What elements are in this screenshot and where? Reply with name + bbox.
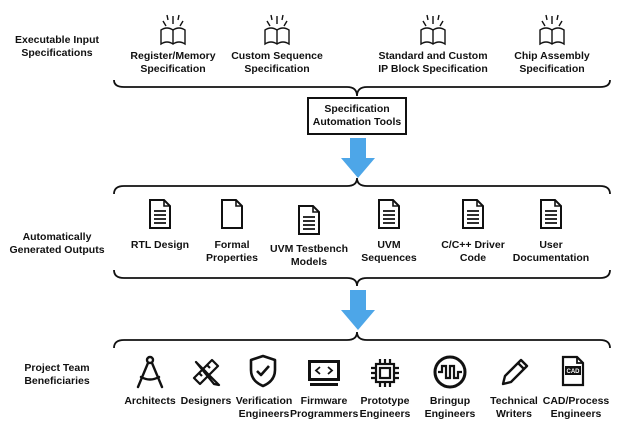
input-label: Custom Sequence Specification <box>231 50 323 75</box>
input-label: Chip Assembly Specification <box>514 50 590 75</box>
team-section-label: Project Team Beneficiaries <box>24 362 90 387</box>
down-arrow <box>341 290 375 330</box>
specification-automation-tools-box: Specification Automation Tools <box>307 97 407 135</box>
document-icon <box>221 199 243 229</box>
shield-check-icon <box>249 354 277 388</box>
team-label: Verification Engineers <box>235 395 293 420</box>
output-label: User Documentation <box>512 239 590 264</box>
output-label: UVM Testbench Models <box>270 243 348 268</box>
outputs-top-brace <box>113 177 611 195</box>
open-book-icon <box>264 14 290 46</box>
team-brace <box>113 331 611 349</box>
input-label: Standard and Custom IP Block Specificati… <box>378 50 488 75</box>
team-label: Bringup Engineers <box>424 395 476 420</box>
output-label: C/C++ Driver Code <box>441 239 505 264</box>
code-monitor-icon <box>308 360 340 386</box>
document-icon <box>149 199 171 229</box>
pencil-icon <box>501 358 529 386</box>
document-icon <box>540 199 562 229</box>
inputs-section-label: Executable Input Specifications <box>14 34 99 59</box>
document-icon <box>298 205 320 235</box>
team-label: Designers <box>180 395 232 407</box>
compass-icon <box>136 355 164 389</box>
open-book-icon <box>160 14 186 46</box>
team-label: Firmware Programmers <box>290 395 359 420</box>
input-label: Register/Memory Specification <box>130 50 216 75</box>
cad-file-icon: CAD <box>561 355 585 387</box>
output-label: RTL Design <box>130 239 190 251</box>
chip-icon <box>371 359 399 387</box>
output-label: UVM Sequences <box>361 239 417 264</box>
inputs-brace <box>113 79 611 97</box>
team-label: Technical Writers <box>490 395 538 420</box>
open-book-icon <box>539 14 565 46</box>
cad-badge-text: CAD <box>567 369 581 375</box>
pencil-ruler-icon <box>192 358 221 387</box>
document-icon <box>462 199 484 229</box>
waveform-icon <box>433 355 467 389</box>
team-label: CAD/Process Engineers <box>542 395 610 420</box>
team-label: Architects <box>124 395 176 407</box>
outputs-bottom-brace <box>113 269 611 287</box>
down-arrow <box>341 138 375 178</box>
document-icon <box>378 199 400 229</box>
output-label: Formal Properties <box>206 239 258 264</box>
team-label: Prototype Engineers <box>359 395 411 420</box>
open-book-icon <box>420 14 446 46</box>
outputs-section-label: Automatically Generated Outputs <box>9 231 105 256</box>
